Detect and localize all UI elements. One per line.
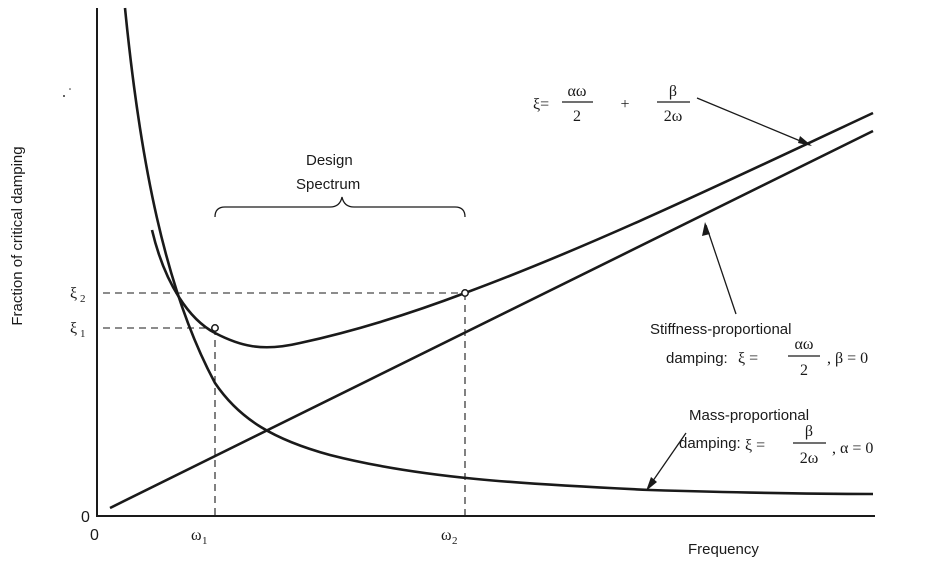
x-origin-label: 0 [90,527,99,544]
svg-text:1: 1 [80,328,86,340]
point-omega1 [211,324,219,332]
y-origin-label: 0 [81,509,90,526]
svg-text:β: β [669,83,677,100]
svg-text:2: 2 [80,293,86,305]
mass-label-line2: damping: [679,435,741,452]
stiffness-proportional-line [109,129,874,510]
stiffness-equation: ξ = αω 2 , β = 0 [738,336,868,379]
scan-speck [69,88,71,90]
design-spectrum-line1: Design [306,152,353,169]
svg-text:αω: αω [568,83,587,100]
combined-damping-curve [150,111,874,349]
mass-proportional-curve [123,7,874,496]
omega1-tick-label: ω 1 [191,527,208,547]
xi2-tick-label: ξ 2 [70,285,86,305]
svg-text:ξ: ξ [70,285,77,302]
y-axis-label: Fraction of critical damping [9,146,26,325]
scan-speck [63,95,65,97]
svg-text:2ω: 2ω [800,450,819,467]
combined-pointer-arrow [798,136,812,146]
mass-pointer-line [647,432,687,489]
x-axis-label: Frequency [688,541,759,558]
svg-text:ξ: ξ [70,320,77,337]
omega2-tick-label: ω 2 [441,527,458,547]
xi1-tick-label: ξ 1 [70,320,86,340]
combined-equation: ξ= αω 2 + β 2ω [533,83,690,125]
point-omega2 [461,289,469,297]
stiffness-pointer-line [705,224,737,315]
svg-text:2: 2 [452,535,458,547]
stiffness-pointer-arrow [702,222,710,236]
design-spectrum-line2: Spectrum [296,176,360,193]
svg-text:ξ =: ξ = [738,350,758,367]
svg-text:ξ =: ξ = [745,437,765,454]
svg-text:αω: αω [795,336,814,353]
svg-text:2: 2 [573,108,581,125]
svg-text:ω: ω [191,527,202,544]
svg-text:+: + [620,96,629,113]
svg-text:β: β [805,423,813,440]
svg-text:, α = 0: , α = 0 [832,440,873,457]
mass-equation: ξ = β 2ω , α = 0 [745,423,873,467]
stiffness-label-line1: Stiffness-proportional [650,321,791,338]
svg-text:1: 1 [202,535,208,547]
stiffness-label-line2: damping: [666,350,728,367]
svg-text:2ω: 2ω [664,108,683,125]
design-spectrum-brace [214,196,466,218]
svg-text:ξ=: ξ= [533,96,549,113]
mass-label-line1: Mass-proportional [689,407,809,424]
mass-pointer-arrow [646,477,657,491]
svg-text:, β = 0: , β = 0 [827,350,868,367]
svg-text:ω: ω [441,527,452,544]
svg-text:2: 2 [800,362,808,379]
combined-pointer-line [696,97,811,146]
